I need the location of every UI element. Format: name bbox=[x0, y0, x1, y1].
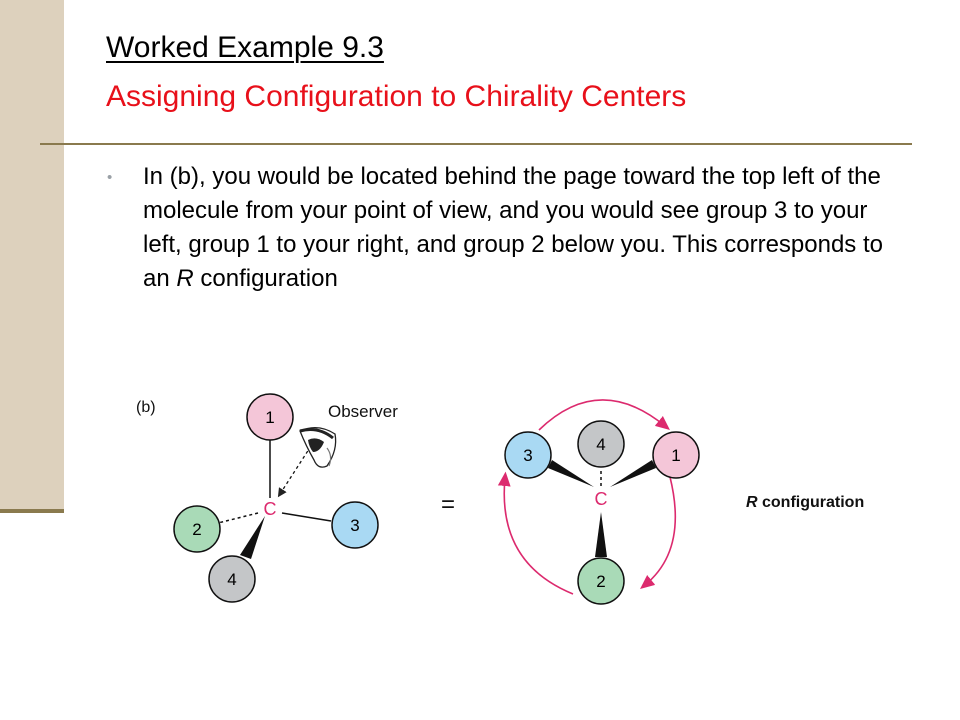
bullet-dot-icon: • bbox=[107, 169, 113, 186]
bond-c-to-2-wedge bbox=[595, 512, 607, 557]
right-group-2-label: 2 bbox=[596, 572, 605, 591]
config-letter: R bbox=[746, 494, 758, 511]
bullet-text-part2: configuration bbox=[193, 265, 338, 292]
rotation-arrow-left bbox=[497, 471, 574, 595]
bond-c-to-3-line bbox=[281, 512, 332, 522]
right-group-1: 1 bbox=[652, 431, 700, 479]
config-label: R configuration bbox=[746, 494, 864, 511]
left-group-4-label: 4 bbox=[227, 570, 236, 589]
observer-sight-line bbox=[277, 445, 312, 498]
bullet-text: In (b), you would be located behind the … bbox=[143, 160, 903, 296]
config-word: configuration bbox=[758, 494, 865, 511]
bond-c-to-1-wedge bbox=[610, 460, 656, 487]
right-group-4: 4 bbox=[577, 420, 625, 468]
equals-sign: = bbox=[441, 491, 455, 518]
left-group-1-label: 1 bbox=[265, 408, 274, 427]
slide-subtitle: Assigning Configuration to Chirality Cen… bbox=[106, 80, 687, 113]
title-divider bbox=[40, 143, 912, 145]
side-accent-bar bbox=[0, 0, 64, 512]
observer-label: Observer bbox=[328, 402, 398, 421]
left-group-2: 2 bbox=[173, 505, 221, 553]
bullet-text-emphasis: R bbox=[176, 265, 194, 292]
side-accent-bar-edge bbox=[0, 509, 64, 513]
bullet-text-part1: In (b), you would be located behind the … bbox=[143, 163, 883, 292]
bond-c-to-2-dashed bbox=[217, 512, 259, 524]
right-group-1-label: 1 bbox=[671, 446, 680, 465]
left-group-4: 4 bbox=[208, 555, 256, 603]
left-group-1: 1 bbox=[246, 393, 294, 441]
left-group-3-label: 3 bbox=[350, 516, 359, 535]
left-center-carbon: C bbox=[264, 499, 277, 519]
rotation-arrow-bottom bbox=[640, 476, 677, 590]
panel-label: (b) bbox=[136, 399, 156, 416]
bond-c-to-3-wedge bbox=[548, 460, 594, 487]
right-group-4-label: 4 bbox=[596, 435, 605, 454]
left-group-3: 3 bbox=[331, 501, 379, 549]
right-group-2: 2 bbox=[577, 557, 625, 605]
observer-eye-icon bbox=[299, 427, 337, 468]
left-group-2-label: 2 bbox=[192, 520, 201, 539]
slide-title: Worked Example 9.3 bbox=[106, 31, 384, 64]
right-center-carbon: C bbox=[595, 489, 608, 509]
right-group-3-label: 3 bbox=[523, 446, 532, 465]
rotation-arrow-top bbox=[538, 399, 670, 431]
bond-c-to-4-wedge bbox=[240, 516, 265, 559]
right-group-3: 3 bbox=[504, 431, 552, 479]
